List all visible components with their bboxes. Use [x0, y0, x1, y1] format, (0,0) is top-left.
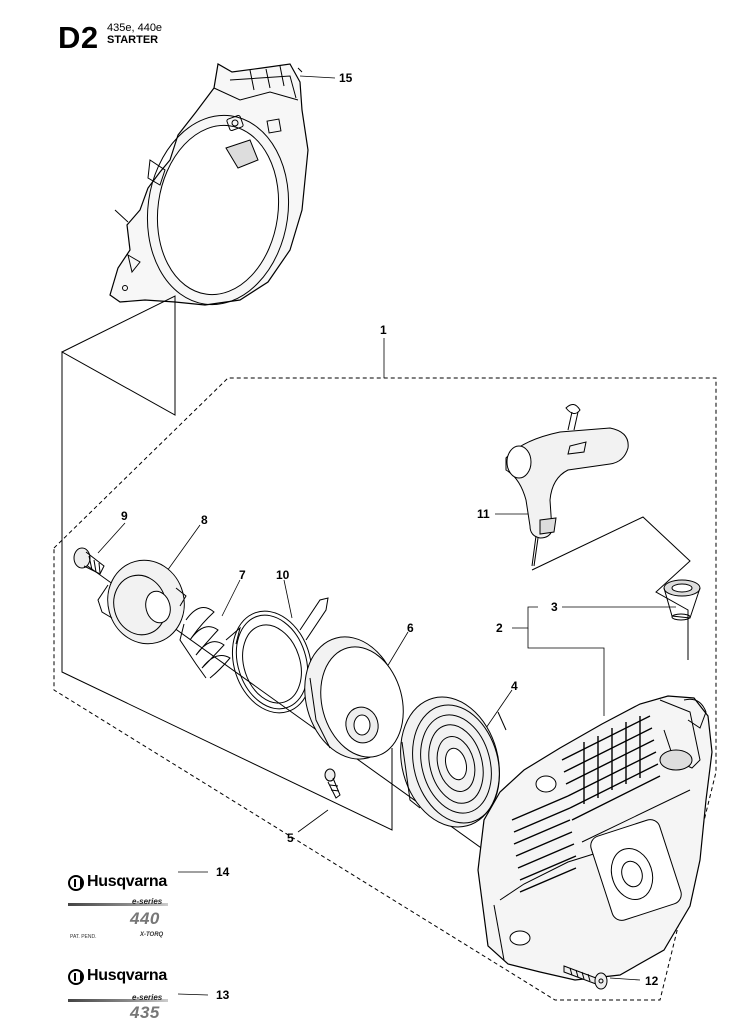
screw-part-9: [73, 547, 105, 575]
section-code: D2: [58, 20, 99, 55]
callout-6: 6: [407, 621, 414, 635]
callout-2: 2: [496, 621, 503, 635]
callout-3: 3: [551, 600, 558, 614]
section-title: STARTER: [107, 34, 159, 46]
crown-logo-icon: [68, 969, 84, 985]
callout-10: 10: [276, 568, 290, 582]
fan-housing-part: [109, 63, 309, 306]
rope-pulley-part: [304, 636, 404, 760]
model-number: 435: [130, 1003, 160, 1022]
callout-14: 14: [216, 865, 230, 879]
callout-12: 12: [645, 974, 659, 988]
coil-spring-part: [179, 607, 241, 679]
model-number: 440: [130, 909, 160, 928]
feature-label: X-TORQ: [140, 932, 164, 938]
brand-name: Husqvarna: [87, 873, 167, 890]
callout-4: 4: [511, 679, 518, 693]
series-label: e-series: [132, 897, 163, 906]
screw-part-5: [324, 768, 341, 799]
crown-logo-icon: [68, 875, 84, 891]
callout-11: 11: [477, 507, 490, 521]
spiral-spring-part: [231, 597, 329, 714]
brand-name: Husqvarna: [87, 967, 167, 984]
husqvarna-logo: Husqvarna: [68, 873, 172, 892]
decal-stripe: [68, 903, 168, 906]
series-label: e-series: [132, 993, 163, 1002]
assembly-guide-line: [61, 295, 393, 831]
spring-cassette-part: [400, 696, 507, 828]
husqvarna-logo: Husqvarna: [68, 967, 172, 986]
callout-labels: 1 15 9 8 7 10 6 4 5 11 3 2 12 14 13: [121, 71, 659, 1002]
callout-8: 8: [201, 513, 208, 527]
rope-guide-part: [663, 579, 701, 621]
model-list: 435e, 440e: [107, 22, 163, 34]
callout-13: 13: [216, 988, 230, 1002]
callout-15: 15: [339, 71, 353, 85]
callout-5: 5: [287, 831, 294, 845]
pulley-flange-part: [97, 559, 187, 645]
screw-part-12: [563, 965, 608, 990]
decal-stripe: [68, 999, 168, 1002]
starter-housing-part: [477, 695, 713, 981]
callout-1: 1: [380, 323, 387, 337]
callout-9: 9: [121, 509, 128, 523]
patent-text: PAT. PEND.: [70, 934, 97, 940]
callout-7: 7: [239, 568, 246, 582]
assembly-guide-line: [531, 516, 691, 660]
starter-handle-part: [505, 404, 629, 567]
